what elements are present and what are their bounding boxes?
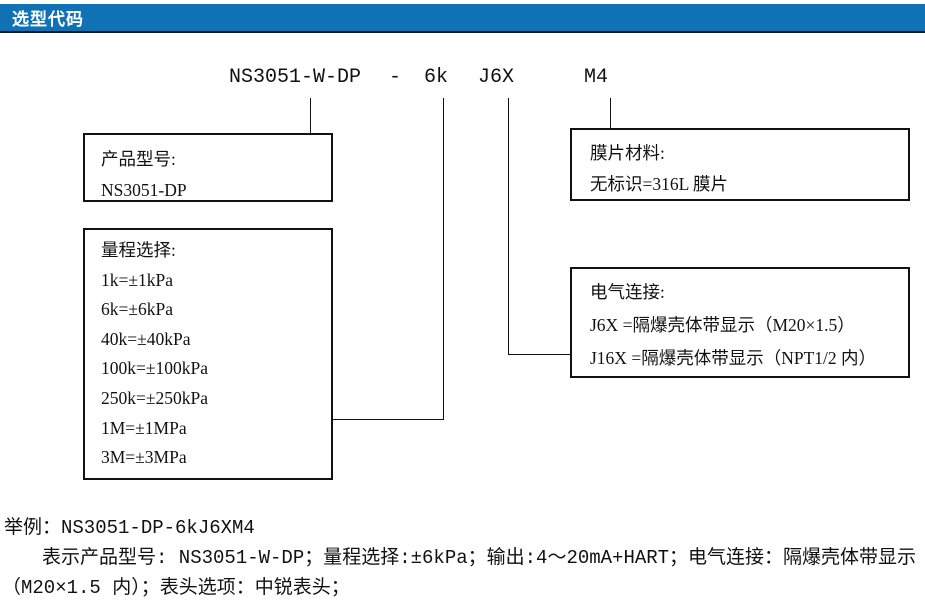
electrical-connection-option: J16X =隔爆壳体带显示（NPT1/2 内） [590, 348, 876, 368]
range-option: 1k=±1kPa [101, 269, 173, 290]
diaphragm-material-box: 膜片材料: 无标识=316L 膜片 [570, 128, 910, 201]
diaphragm-material-title: 膜片材料: [590, 143, 665, 163]
product-model-value: NS3051-DP [101, 180, 187, 200]
product-model-box: 产品型号: NS3051-DP [83, 133, 333, 202]
connector-electrical-horizontal [508, 354, 571, 355]
code-segment-range: 6k [424, 66, 449, 89]
range-option: 250k=±250kPa [101, 387, 208, 408]
range-option: 100k=±100kPa [101, 358, 208, 379]
range-selection-title: 量程选择: [101, 240, 176, 260]
code-segment-model: NS3051-W-DP [229, 66, 362, 89]
connector-electrical-vertical [508, 98, 509, 355]
code-segment-dash: - [389, 66, 402, 89]
diaphragm-material-value: 无标识=316L 膜片 [590, 174, 729, 194]
example-description-line-1: 表示产品型号: NS3051-W-DP；量程选择:±6kPa；输出:4～20mA… [42, 547, 917, 569]
electrical-connection-box: 电气连接: J6X =隔爆壳体带显示（M20×1.5） J16X =隔爆壳体带显… [570, 267, 910, 378]
section-header-bar: 选型代码 [0, 4, 925, 33]
range-option: 3M=±3MPa [101, 447, 187, 468]
code-segment-electrical: J6X [478, 66, 515, 89]
example-code-line: 举例：NS3051-DP-6kJ6XM4 [4, 517, 255, 539]
connector-range-horizontal [333, 419, 444, 420]
range-selection-box: 量程选择: 1k=±1kPa 6k=±6kPa 40k=±40kPa 100k=… [83, 228, 333, 480]
code-segment-head-option: M4 [584, 66, 609, 89]
electrical-connection-title: 电气连接: [590, 282, 665, 302]
range-option: 1M=±1MPa [101, 417, 187, 438]
range-option: 40k=±40kPa [101, 328, 191, 349]
example-description-line-2: （M20×1.5 内）；表头选项：中锐表头； [2, 577, 350, 599]
connector-model-vertical [310, 98, 311, 133]
product-model-title: 产品型号: [101, 149, 176, 169]
section-title: 选型代码 [12, 10, 84, 29]
connector-diaphragm-vertical [610, 98, 611, 129]
electrical-connection-option: J6X =隔爆壳体带显示（M20×1.5） [590, 315, 855, 335]
range-option: 6k=±6kPa [101, 299, 173, 320]
connector-range-vertical [443, 98, 444, 420]
